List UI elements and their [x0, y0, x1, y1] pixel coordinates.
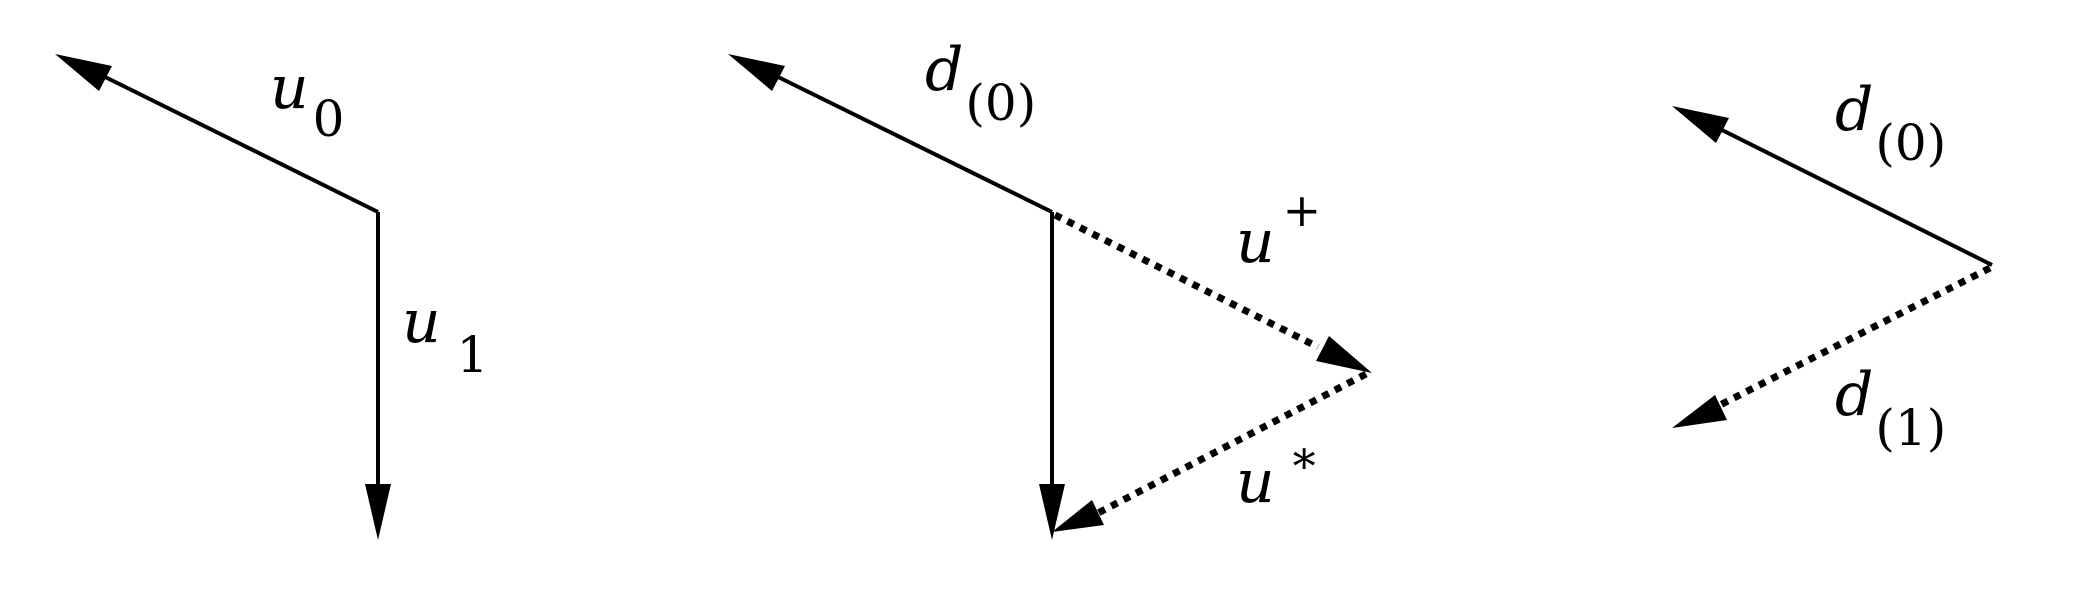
label-uplus-base: u — [1236, 207, 1275, 277]
label-d0-panel3-sub: (0) — [1875, 114, 1946, 172]
arrow-d0-panel3-shaft — [1711, 123, 1993, 267]
arrow-uplus-shaft — [1053, 211, 1320, 351]
label-d0-panel3-base: d — [1835, 75, 1873, 145]
label-d0-panel2-base: d — [925, 35, 963, 105]
label-d1: d(1) — [1835, 360, 1946, 457]
label-d0-panel2-sub: (0) — [965, 74, 1036, 132]
label-uplus-sup: + — [1283, 183, 1322, 237]
label-u1-base: u — [402, 287, 441, 357]
arrow-d0-head — [728, 54, 785, 91]
label-u0-base: u — [270, 53, 309, 123]
label-u1-sub: 1 — [457, 326, 489, 384]
panel-3: d(0) d(1) — [1672, 75, 1993, 457]
label-d0-panel3: d(0) — [1835, 75, 1946, 172]
label-ustar: u* — [1236, 439, 1316, 517]
arrow-d1-shaft — [1718, 264, 1992, 409]
label-d0-panel2: d(0) — [925, 35, 1036, 132]
panel-2: d(0) u+ u* — [728, 35, 1372, 540]
label-u0: u0 — [270, 53, 344, 148]
arrow-d0-shaft — [767, 70, 1053, 214]
label-ustar-sup: * — [1293, 439, 1316, 493]
label-d1-sub: (1) — [1875, 399, 1946, 457]
label-ustar-base: u — [1236, 447, 1275, 517]
arrow-u0-shaft — [94, 70, 379, 214]
arrow-d0-panel3-head — [1672, 106, 1729, 143]
arrow-d1-head — [1672, 395, 1727, 428]
label-u0-sub: 0 — [313, 90, 345, 148]
label-d1-base: d — [1835, 360, 1873, 430]
arrow-u1-head — [365, 484, 391, 540]
arrow-u0-head — [55, 54, 112, 91]
arrow-ustar-head — [1052, 500, 1104, 532]
label-uplus: u+ — [1236, 183, 1321, 277]
arrow-uplus-head — [1316, 336, 1372, 373]
arrow-vertical-head — [1039, 484, 1065, 540]
arrow-ustar-shaft — [1096, 370, 1368, 517]
